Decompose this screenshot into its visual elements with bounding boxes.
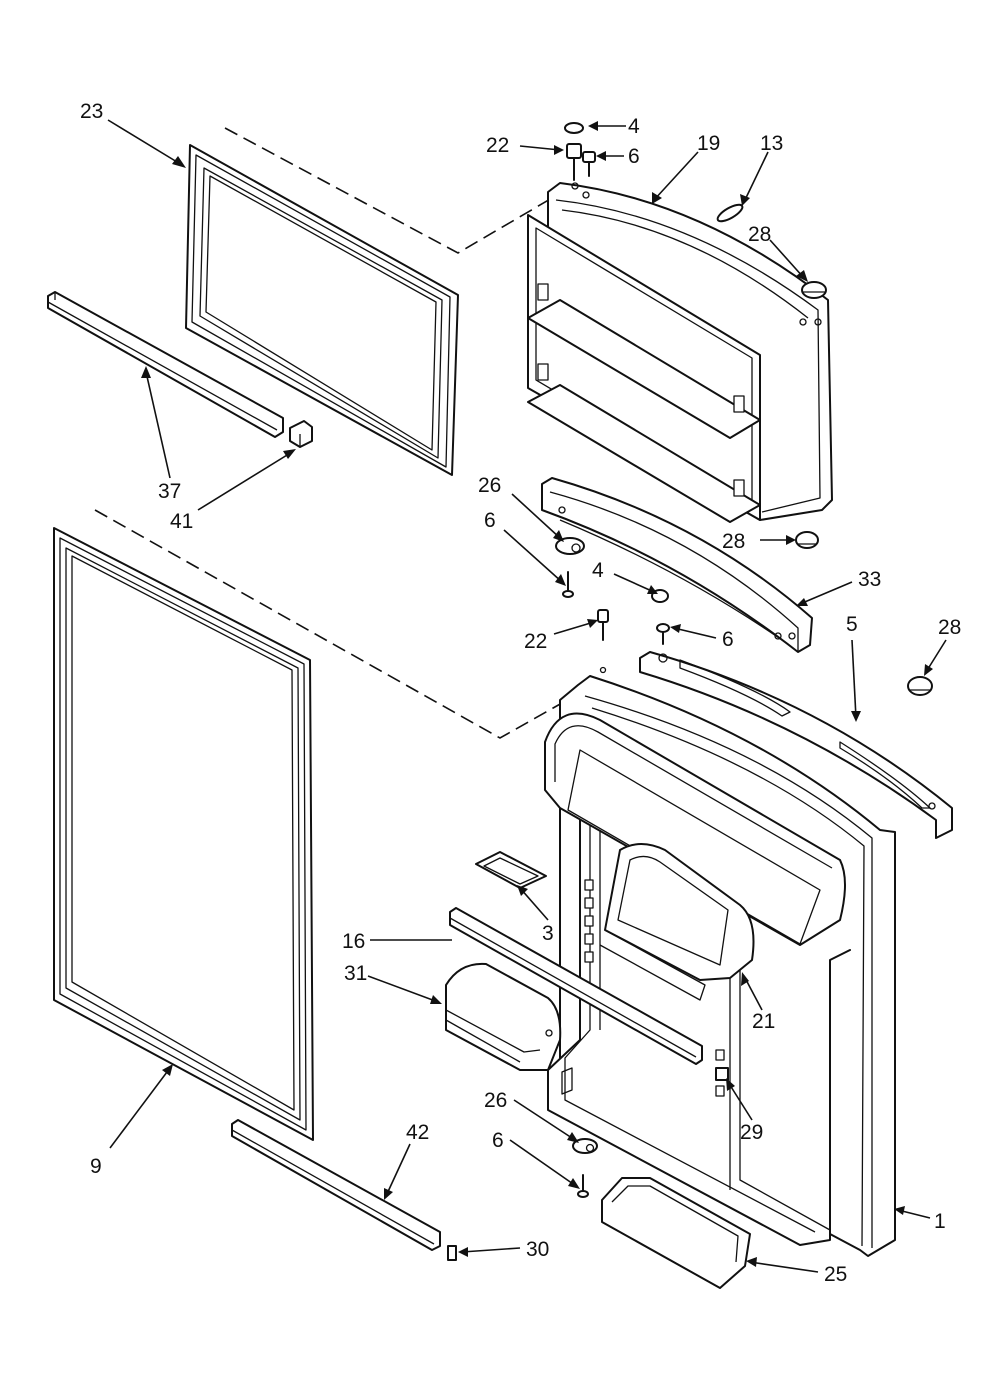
shelf-rail	[449, 907, 703, 1065]
callout-22: 22	[486, 134, 509, 157]
leader-lines	[107, 119, 947, 1273]
callout-4: 4	[628, 115, 640, 138]
top-hinge-plug	[564, 122, 584, 134]
callout-23: 23	[80, 100, 103, 123]
callout-5: 5	[846, 613, 858, 636]
dairy-door	[445, 962, 562, 1071]
callout-21: 21	[752, 1010, 775, 1033]
cap-right	[907, 676, 933, 696]
callout-28: 28	[722, 530, 745, 553]
cap-upper	[801, 281, 827, 299]
trim-clip	[447, 1245, 457, 1261]
callout-30: 30	[526, 1238, 549, 1261]
lower-trim-strip	[231, 1119, 441, 1251]
callout-41: 41	[170, 510, 193, 533]
callout-19: 19	[697, 132, 720, 155]
callout-6: 6	[492, 1129, 504, 1152]
callout-6: 6	[722, 628, 734, 651]
callout-9: 9	[90, 1155, 102, 1178]
callout-1: 1	[934, 1210, 946, 1233]
callout-16: 16	[342, 930, 365, 953]
callout-29: 29	[740, 1121, 763, 1144]
middle-screw	[656, 623, 670, 645]
callout-22: 22	[524, 630, 547, 653]
upper-door-shelf	[544, 712, 846, 946]
cap-middle	[795, 531, 819, 549]
callout-25: 25	[824, 1263, 847, 1286]
callout-26: 26	[484, 1089, 507, 1112]
trim-end-cap	[289, 420, 313, 448]
callout-28: 28	[938, 616, 961, 639]
upper-hinge-bracket	[555, 537, 585, 555]
dairy-compartment	[599, 843, 755, 1001]
rail-clip	[715, 1067, 729, 1081]
callout-3: 3	[542, 922, 554, 945]
lower-hinge-screw	[577, 1174, 589, 1198]
small-pad	[475, 851, 547, 889]
upper-hinge-screw	[562, 571, 574, 598]
lower-hinge-bracket	[572, 1138, 598, 1154]
callout-33: 33	[858, 568, 881, 591]
top-hinge-pin	[566, 143, 582, 181]
fresh-food-door-gasket	[53, 527, 314, 1141]
callout-37: 37	[158, 480, 181, 503]
oval-plug	[716, 203, 744, 223]
top-screw	[582, 151, 596, 177]
callout-4: 4	[592, 559, 604, 582]
callout-6: 6	[628, 145, 640, 168]
freezer-door-liner	[527, 182, 833, 523]
door-bin	[601, 1177, 751, 1289]
callout-31: 31	[344, 962, 367, 985]
callout-28: 28	[748, 223, 771, 246]
middle-hinge-pin	[597, 609, 609, 641]
freezer-trim-strip	[47, 291, 284, 438]
callout-26: 26	[478, 474, 501, 497]
alignment-lines	[94, 127, 586, 739]
fresh-food-door-top	[639, 651, 953, 839]
freezer-door-gasket	[185, 144, 459, 476]
callout-42: 42	[406, 1121, 429, 1144]
handle-trim	[541, 477, 813, 653]
callout-6: 6	[484, 509, 496, 532]
callout-labels: 23 4 22 6 19 13 28 37 41 26 6 28 4 33 22…	[80, 100, 961, 1286]
callout-13: 13	[760, 132, 783, 155]
